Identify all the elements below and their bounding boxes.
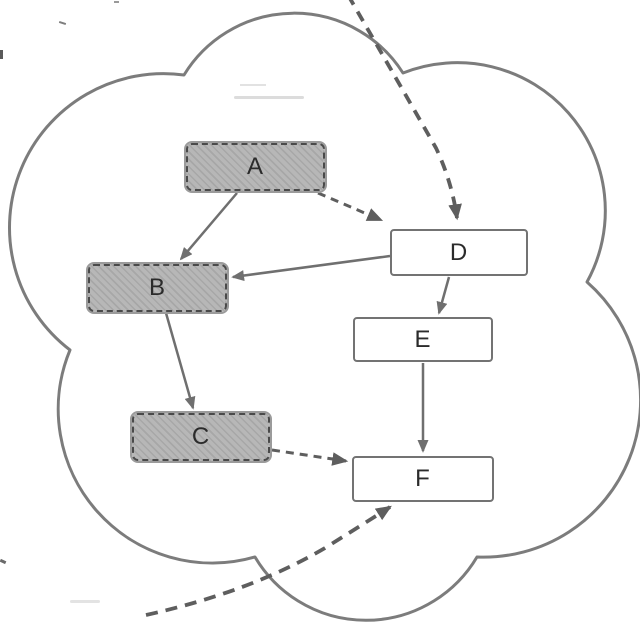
edge-c-to-f-dashed [271, 448, 349, 466]
edge-outside-bottom-to-f-dashed-curve [145, 505, 392, 617]
node-c-label: C [191, 423, 211, 450]
edge-a-to-b [179, 192, 238, 261]
node-e: E [353, 317, 493, 362]
edge-d-to-e [436, 276, 451, 315]
edge-b-to-c [164, 312, 196, 410]
node-b: B [88, 264, 227, 312]
node-a: A [186, 143, 325, 191]
node-f: F [352, 456, 494, 502]
node-b-label: B [148, 274, 166, 301]
edge-outside-top-to-d-dashed-curve [348, 0, 462, 221]
node-f-label: F [415, 465, 431, 492]
node-d-label: D [449, 238, 469, 266]
node-c: C [132, 413, 270, 461]
node-a-label: A [246, 153, 264, 180]
node-d: D [390, 229, 528, 276]
cloud-outline [7, 11, 640, 622]
edge-a-to-d-dashed [317, 191, 384, 222]
node-e-label: E [414, 325, 432, 353]
edge-d-to-b [231, 254, 391, 281]
